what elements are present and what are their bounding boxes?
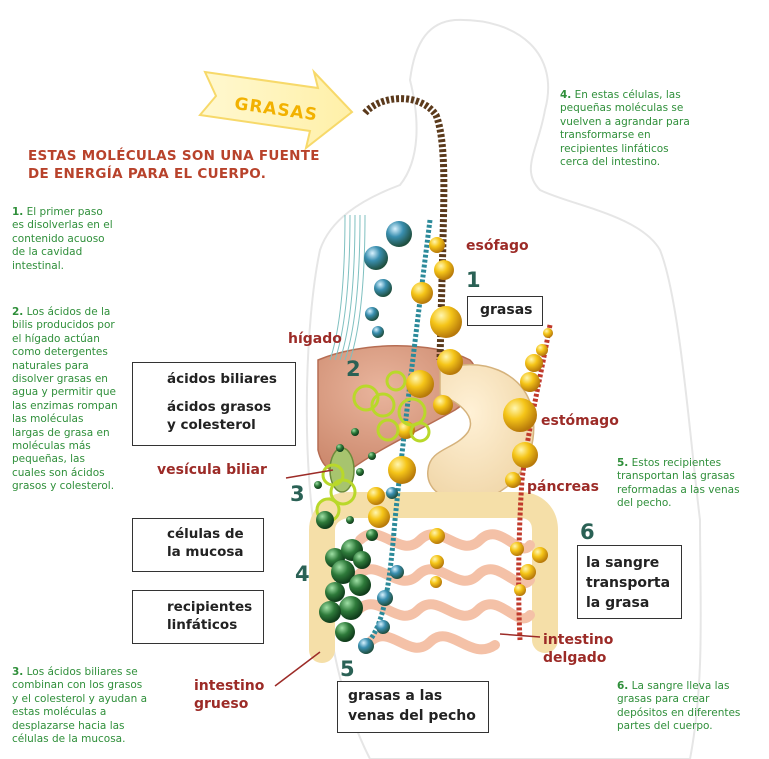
- note-3: 3. Los ácidos biliares se combinan con l…: [12, 666, 172, 746]
- label-estomago: estómago: [541, 412, 619, 430]
- note-1: 1. El primer paso es disolverlas en el c…: [12, 206, 132, 273]
- step-4: 4: [295, 562, 310, 586]
- legend-celulas-mucosa: células de la mucosa: [167, 525, 244, 561]
- box-venas-text: grasas a las venas del pecho: [348, 686, 476, 726]
- legend-acidos-biliares: ácidos biliares: [167, 370, 277, 388]
- step-6: 6: [580, 520, 595, 544]
- label-intestino-delgado: intestino delgado: [543, 631, 613, 667]
- label-vesicula: vesícula biliar: [157, 461, 267, 479]
- box-sangre-text: la sangre transporta la grasa: [586, 553, 670, 613]
- note-6: 6. La sangre lleva las grasas para crear…: [617, 680, 767, 734]
- main-heading: ESTAS MOLÉCULAS SON UNA FUENTE DE ENERGÍ…: [28, 147, 320, 183]
- box-grasas-text: grasas: [480, 301, 533, 319]
- label-pancreas: páncreas: [527, 478, 599, 496]
- step-3: 3: [290, 482, 305, 506]
- step-5: 5: [340, 657, 355, 681]
- note-4: 4. En estas células, las pequeñas molécu…: [560, 89, 730, 169]
- step-1: 1: [466, 268, 481, 292]
- legend-acidos-grasos: ácidos grasos y colesterol: [167, 398, 271, 434]
- step-2: 2: [346, 357, 361, 381]
- label-intestino-grueso: intestino grueso: [194, 677, 264, 713]
- legend-recipientes-linfaticos: recipientes linfáticos: [167, 598, 252, 634]
- label-higado: hígado: [288, 330, 342, 348]
- label-esofago: esófago: [466, 237, 529, 255]
- note-2: 2. Los ácidos de la bilis producidos por…: [12, 306, 132, 494]
- note-5: 5. Estos recipientes transportan las gra…: [617, 457, 767, 511]
